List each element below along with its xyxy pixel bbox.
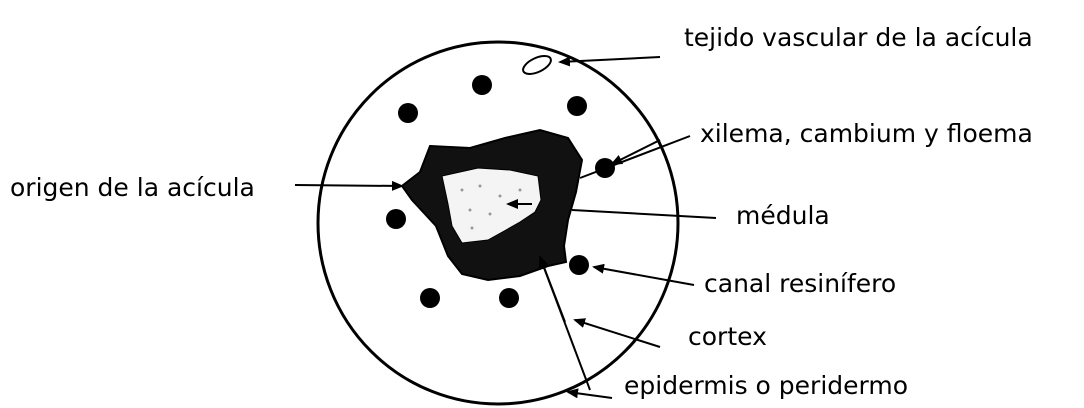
- leader-origin: [295, 185, 402, 186]
- leader-resin-canal: [594, 267, 694, 285]
- cortex-span-arrow-top: [540, 257, 565, 322]
- resin-canal-dot: [472, 75, 492, 95]
- resin-canal-dot: [567, 96, 587, 116]
- leader-xylem: [580, 136, 690, 178]
- leader-medulla: [572, 210, 716, 218]
- leader-xylem-arrow: [612, 140, 660, 164]
- label-xylem-cambium-phloem: xilema, cambium y floema: [700, 119, 1033, 148]
- label-resin-canal: canal resinífero: [704, 269, 896, 298]
- label-medulla: médula: [736, 201, 830, 230]
- resin-canal-dot: [569, 255, 589, 275]
- label-cortex: cortex: [688, 322, 767, 351]
- leader-epidermis: [568, 392, 612, 398]
- resin-canal-dot: [386, 209, 406, 229]
- resin-canal-dot: [420, 288, 440, 308]
- resin-canal-dot: [398, 103, 418, 123]
- needle-vascular-tissue: [520, 52, 553, 77]
- label-needle-origin: origen de la acícula: [10, 173, 255, 202]
- resin-canal-dot: [499, 288, 519, 308]
- label-epidermis: epidermis o peridermo: [624, 371, 908, 400]
- label-vascular-tissue: tejido vascular de la acícula: [684, 23, 1033, 52]
